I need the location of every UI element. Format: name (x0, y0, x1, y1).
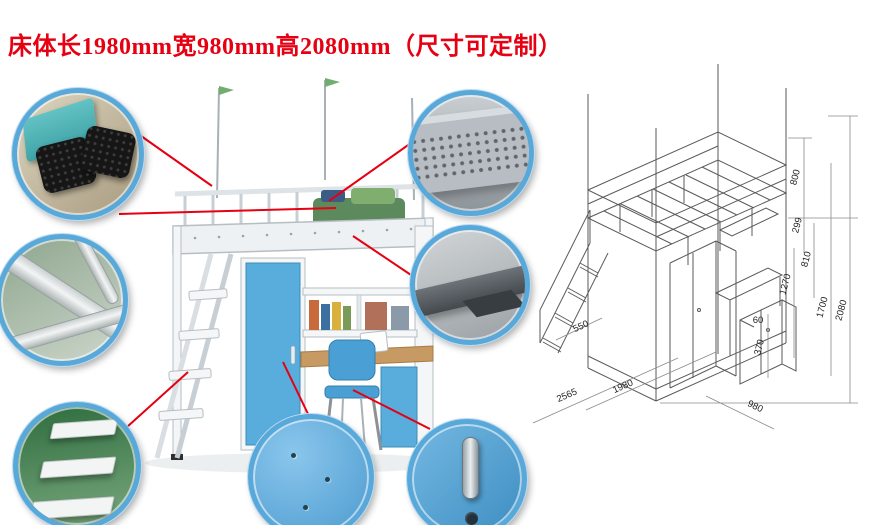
dim-370: 370 (752, 338, 767, 356)
dim-980: 980 (746, 398, 765, 415)
iso-wardrobe-desk (669, 207, 797, 389)
dim-810: 810 (799, 250, 814, 268)
callout-perforated-deck (408, 90, 534, 216)
dim-800: 800 (788, 168, 803, 186)
foot-pad-icon (78, 124, 138, 180)
dimension-labels: 800 299 810 1270 1700 2080 60 370 550 19… (555, 168, 850, 415)
callout-foot-pads (12, 88, 144, 220)
callout-support-beam (410, 225, 530, 345)
canopy-poles (216, 80, 415, 201)
perforation-holes (413, 121, 529, 185)
steel-beam (415, 257, 525, 322)
dim-299: 299 (790, 216, 805, 234)
perforated-panel (413, 102, 529, 196)
callout-side-panel (248, 414, 374, 525)
ladder-step (39, 456, 117, 479)
callout-ladder-steps (13, 402, 141, 525)
screw-icon (303, 505, 308, 510)
iso-bed-frame (586, 64, 788, 402)
ladder-step (49, 418, 119, 440)
pole-flags (219, 78, 340, 95)
dim-1700: 1700 (815, 296, 831, 319)
lock-icon (465, 512, 478, 525)
iso-ladder (539, 209, 609, 354)
dimension-lines (532, 115, 858, 430)
door-handle-icon (462, 437, 479, 499)
technical-drawing: 800 299 810 1270 1700 2080 60 370 550 19… (532, 64, 858, 430)
ladder-step (29, 496, 115, 520)
callout-frame-tube-joint (0, 234, 128, 366)
ladder (154, 253, 234, 459)
dim-2080: 2080 (834, 299, 850, 322)
page-title: 床体长1980mm宽980mm高2080mm（尺寸可定制） (8, 34, 563, 60)
dim-1270: 1270 (778, 273, 794, 296)
callout-door-handle (407, 419, 527, 525)
screw-icon (325, 477, 330, 482)
screw-icon (291, 453, 296, 458)
dim-60: 60 (753, 315, 764, 326)
dim-2565: 2565 (555, 386, 579, 405)
